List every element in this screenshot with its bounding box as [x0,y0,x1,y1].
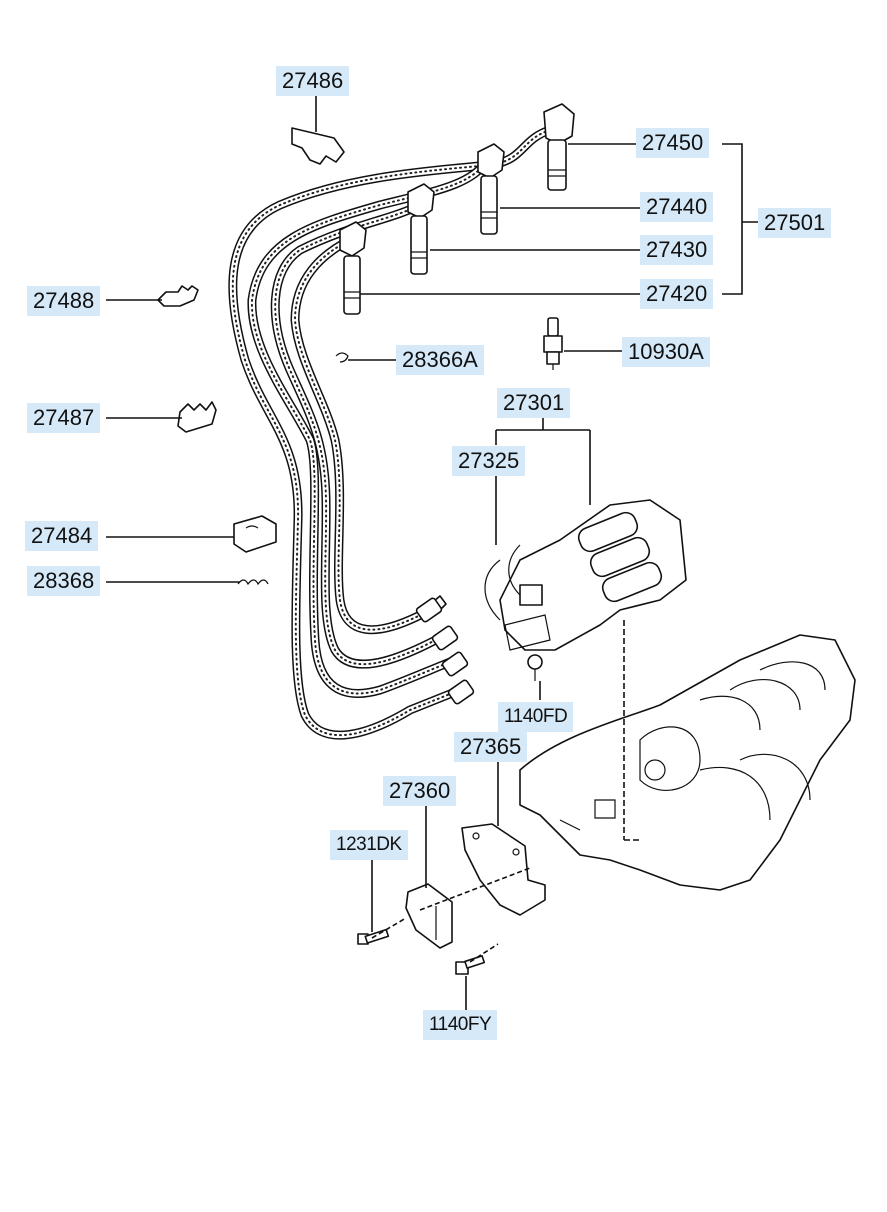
wire-holder-27486-icon[interactable] [291,127,345,165]
clip-28366A-icon[interactable] [335,352,349,363]
part-label-27488[interactable]: 27488 [27,286,101,316]
bracket-icon[interactable] [461,823,546,916]
part-label-10930A[interactable]: 10930A [622,337,710,367]
part-label-27365[interactable]: 27365 [454,732,528,762]
part-label-27420[interactable]: 27420 [640,279,714,309]
part-label-1231DK[interactable]: 1231DK [330,830,408,860]
part-label-27360[interactable]: 27360 [383,776,457,806]
part-label-28368[interactable]: 28368 [27,566,101,596]
part-label-28366A[interactable]: 28366A [396,345,484,375]
part-label-1140FD[interactable]: 1140FD [498,702,574,732]
intake-manifold-icon[interactable] [519,634,856,891]
part-label-27487[interactable]: 27487 [27,403,101,433]
leader-lines [106,95,760,1010]
spark-plug-icon[interactable] [543,317,563,370]
part-label-27325[interactable]: 27325 [452,446,526,476]
ignition-module-icon[interactable] [405,883,453,949]
bolt-1140FY-icon[interactable] [455,955,486,975]
part-label-27301[interactable]: 27301 [497,388,571,418]
wire-holder-27487-icon[interactable] [177,401,217,433]
part-label-27484[interactable]: 27484 [25,521,99,551]
spring-28368-icon[interactable] [237,579,269,586]
part-label-27430[interactable]: 27430 [640,235,714,265]
part-label-27501[interactable]: 27501 [758,208,832,238]
part-label-27440[interactable]: 27440 [640,192,714,222]
bolt-1140FD-icon[interactable] [527,654,543,681]
part-label-1140FY[interactable]: 1140FY [423,1010,498,1040]
wire-holder-27488-icon[interactable] [157,285,199,307]
part-label-27450[interactable]: 27450 [636,128,710,158]
ignition-coil-icon[interactable] [484,499,687,651]
grommet-27484-icon[interactable] [233,515,277,553]
bolt-1231DK-icon[interactable] [357,928,390,945]
ignition-wire-set-icon[interactable] [228,103,575,740]
part-label-27486[interactable]: 27486 [276,66,350,96]
